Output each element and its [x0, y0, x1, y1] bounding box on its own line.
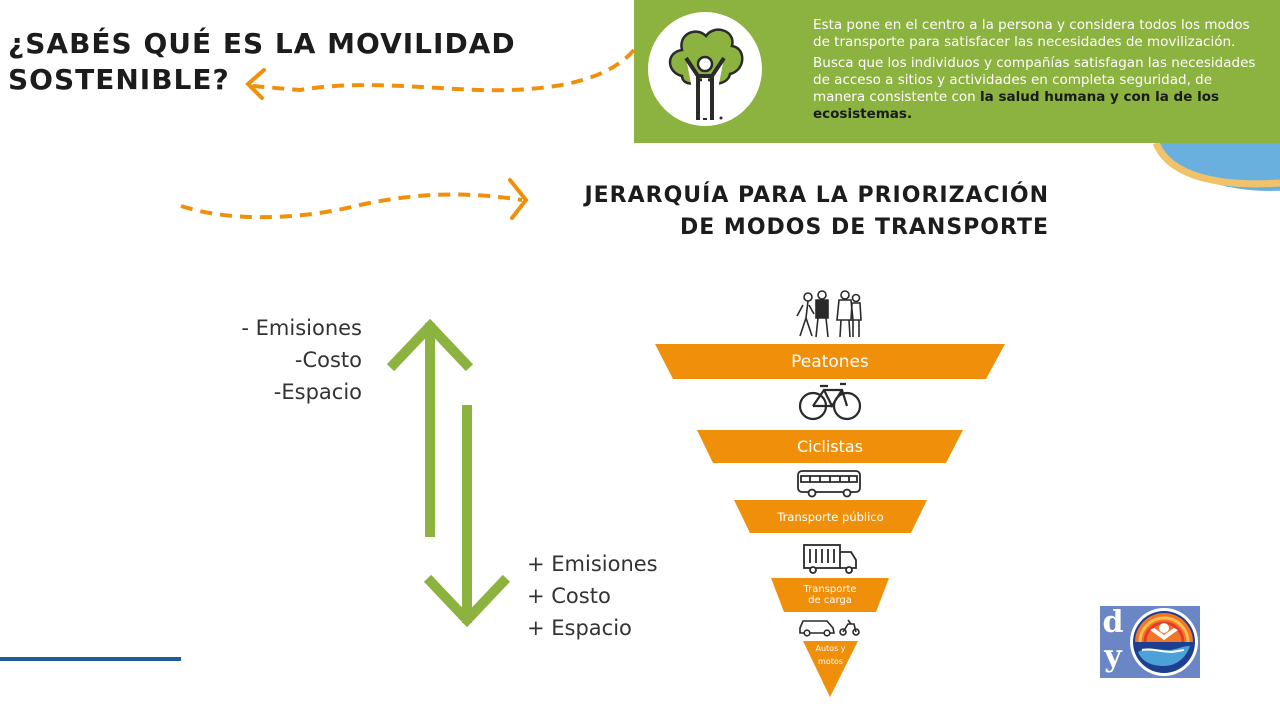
tier-label-transporte-publico: Transporte público — [734, 500, 927, 533]
scale-low-labels: - Emisiones -Costo -Espacio — [241, 312, 362, 408]
tier-autos-motos — [803, 641, 858, 697]
tier-label-transporte-publico-text: Transporte público — [777, 509, 884, 524]
title-line-2: SOSTENIBLE? — [8, 63, 230, 96]
tier-transporte-publico — [734, 500, 927, 533]
tree-person-icon — [668, 28, 744, 120]
up-arrow — [386, 318, 474, 537]
logo-letter-2: y — [1104, 639, 1122, 674]
page-title: ¿SABÉS QUÉ ES LA MOVILIDAD SOSTENIBLE? — [8, 26, 516, 98]
panel-paragraph-2: Busca que los individuos y compañías sat… — [813, 55, 1268, 123]
tier-transporte-carga — [771, 578, 889, 612]
hierarchy-title-line-1: JERARQUÍA PARA LA PRIORIZACIÓN — [584, 183, 1049, 208]
hierarchy-title-line-2: DE MODOS DE TRANSPORTE — [679, 215, 1049, 240]
tier-label-autos-line-1: Autos y — [815, 644, 846, 653]
title-line-1: ¿SABÉS QUÉ ES LA MOVILIDAD — [8, 27, 516, 60]
tier-label-peatones: Peatones — [655, 344, 1005, 379]
hierarchy-title: JERARQUÍA PARA LA PRIORIZACIÓN DE MODOS … — [584, 180, 1049, 244]
badge-circle — [648, 12, 762, 126]
tier-label-carga-line-2: de carga — [808, 595, 852, 606]
logo-letters: d y — [1100, 606, 1126, 674]
scale-high-labels: + Emisiones + Costo + Espacio — [527, 548, 658, 644]
down-arrow — [423, 405, 511, 628]
tier-peatones — [655, 344, 1005, 379]
pedestrians-icon — [796, 290, 862, 338]
info-panel: Esta pone en el centro a la persona y co… — [634, 0, 1280, 143]
truck-icon — [803, 544, 857, 574]
panel-text: Esta pone en el centro a la persona y co… — [813, 17, 1268, 127]
tier-label-autos-line-2: motos — [818, 657, 843, 666]
footer-underline — [0, 657, 181, 661]
tier-label-peatones-text: Peatones — [791, 351, 869, 372]
panel-paragraph-2-regular: Busca que los individuos y compañías sat… — [813, 55, 1256, 105]
tier-label-transporte-carga: Transporte de carga — [771, 578, 889, 612]
scale-low-emisiones: - Emisiones — [241, 316, 362, 340]
panel-paragraph-2-bold: la salud humana y con la de los ecosiste… — [813, 89, 1220, 122]
scale-low-costo: -Costo — [294, 348, 362, 372]
decorative-arc — [1150, 143, 1280, 193]
scale-high-emisiones: + Emisiones — [527, 552, 658, 576]
united-way-logo: d y — [1100, 606, 1200, 678]
scale-low-espacio: -Espacio — [273, 380, 362, 404]
bus-icon — [797, 470, 861, 498]
united-way-hand-icon — [1130, 608, 1198, 676]
tier-label-autos-motos: Autos y motos — [803, 641, 858, 669]
tier-label-carga-line-1: Transporte — [803, 584, 857, 595]
panel-paragraph-1: Esta pone en el centro a la persona y co… — [813, 17, 1250, 50]
tier-label-ciclistas: Ciclistas — [697, 430, 963, 463]
dashed-arrow-right — [180, 178, 529, 220]
car-motorcycle-icon — [799, 619, 860, 637]
tier-ciclistas — [697, 430, 963, 463]
scale-high-costo: + Costo — [527, 584, 611, 608]
tier-label-ciclistas-text: Ciclistas — [796, 437, 864, 456]
bicycle-icon — [798, 382, 862, 421]
logo-letter-1: d — [1102, 606, 1124, 640]
dashed-arrow-left — [245, 48, 636, 100]
scale-high-espacio: + Espacio — [527, 616, 632, 640]
